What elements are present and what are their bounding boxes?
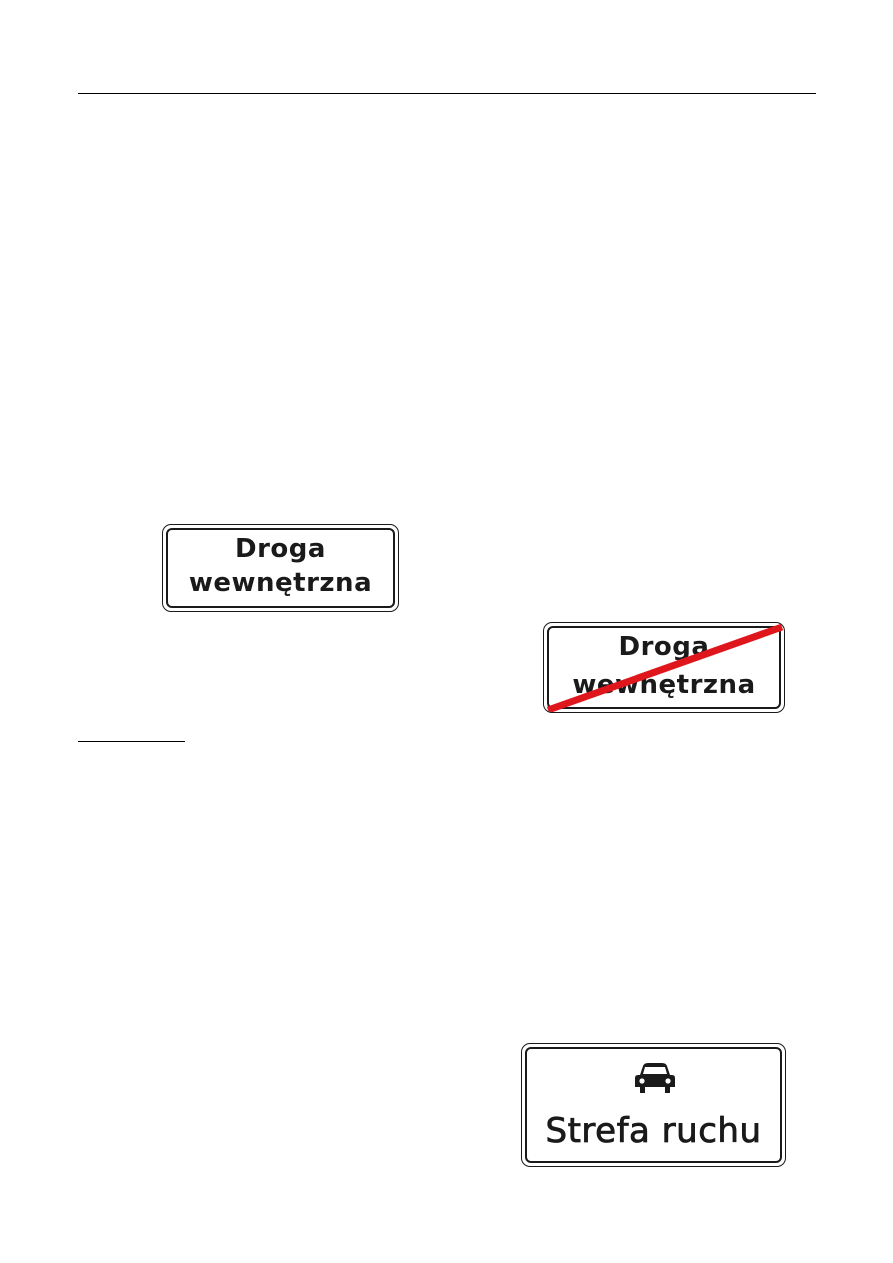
- sign-text-line2: wewnętrzna: [572, 670, 756, 700]
- car-icon: [635, 1063, 675, 1093]
- header-rule: [78, 93, 816, 94]
- sign-traffic-zone: Strefa ruchu: [521, 1043, 786, 1167]
- sign-text-line1: Droga: [235, 534, 326, 564]
- sign-inner-border: [166, 528, 395, 608]
- end-slash-icon: [546, 623, 784, 712]
- sign-inner-border: [525, 1047, 782, 1163]
- section-underline: [78, 741, 185, 742]
- sign-text-line2: wewnętrzna: [188, 568, 373, 598]
- sign-text-line1: Strefa ruchu: [545, 1111, 762, 1152]
- sign-internal-road: Droga wewnętrzna: [162, 524, 399, 612]
- sign-end-internal-road: Droga wewnętrzna: [543, 622, 785, 713]
- sign-inner-border: [547, 626, 781, 709]
